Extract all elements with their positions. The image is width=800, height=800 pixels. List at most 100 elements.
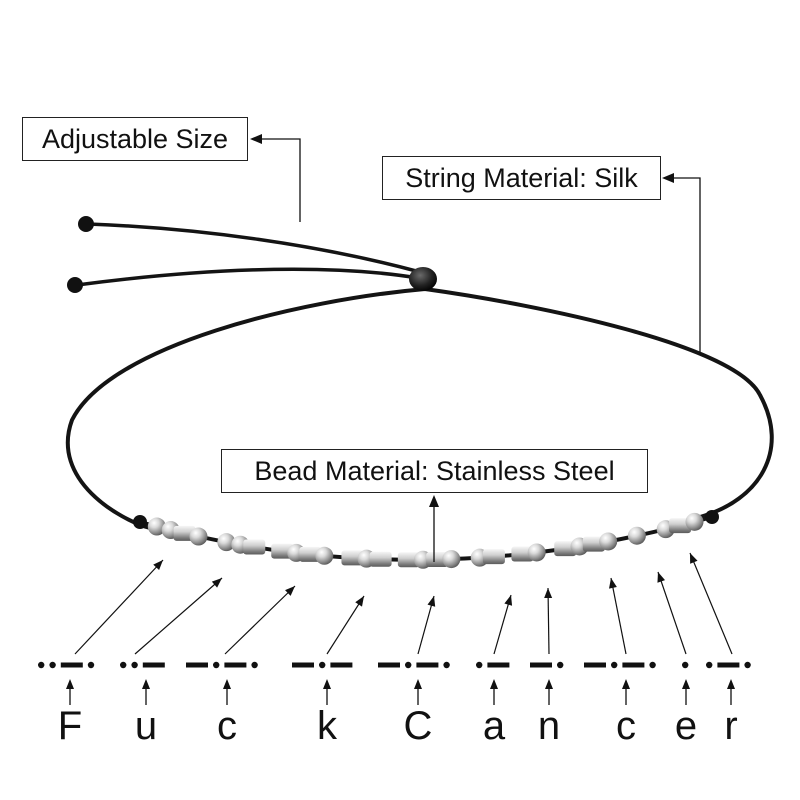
- morse-group: [584, 661, 656, 669]
- callout-leaders: [254, 138, 701, 562]
- steel-round-bead: [527, 543, 546, 562]
- morse-group: [706, 661, 751, 669]
- steel-tube-bead: [243, 539, 266, 555]
- morse-dot: [649, 661, 656, 669]
- arrow-up-icon: [414, 679, 422, 689]
- arrow-up-icon: [427, 596, 436, 607]
- morse-dot: [405, 661, 412, 669]
- arrow-up-icon: [727, 679, 735, 689]
- cord-knot-lower: [67, 277, 83, 293]
- steel-round-bead: [147, 517, 166, 536]
- steel-tube-bead: [482, 549, 505, 565]
- morse-dash: [224, 662, 247, 668]
- morse-dot: [744, 661, 751, 669]
- bead-pointer: [74, 559, 164, 655]
- arrow-up-icon: [682, 679, 690, 689]
- morse-dot: [38, 661, 45, 669]
- morse-dot: [476, 661, 483, 669]
- callout-string-material: String Material: Silk: [382, 156, 661, 200]
- steel-round-bead: [442, 550, 461, 569]
- message-letter: k: [317, 704, 337, 748]
- bead-pointer: [547, 587, 550, 655]
- morse-dot: [251, 661, 258, 669]
- bead-pointer: [689, 552, 733, 655]
- bead-pointer: [417, 595, 435, 655]
- morse-dot: [131, 661, 138, 669]
- cord-knot-right: [705, 510, 719, 524]
- morse-dash: [142, 662, 165, 668]
- steel-round-bead: [189, 527, 208, 546]
- steel-round-bead: [315, 546, 334, 565]
- morse-code-row: [38, 661, 751, 669]
- arrow-left-icon: [662, 173, 674, 183]
- morse-dot: [213, 661, 220, 669]
- arrow-up-icon: [609, 578, 617, 589]
- steel-round-bead: [685, 512, 704, 531]
- morse-group: [682, 661, 689, 669]
- morse-dash: [416, 662, 439, 668]
- arrow-up-icon: [504, 595, 513, 606]
- cord-loop: [65, 287, 774, 530]
- morse-dot: [319, 661, 326, 669]
- morse-dot: [87, 661, 95, 669]
- steel-round-bead: [599, 532, 618, 551]
- bead-pointer: [610, 577, 627, 655]
- leader-string: [666, 177, 701, 355]
- arrow-up-icon: [211, 578, 222, 588]
- bead-pointer: [224, 585, 296, 655]
- arrow-up-icon: [622, 679, 630, 689]
- morse-group: [292, 661, 353, 669]
- morse-dot: [49, 661, 56, 669]
- morse-dash: [530, 662, 552, 668]
- morse-dot: [443, 661, 450, 669]
- morse-group: [120, 661, 165, 669]
- steel-round-bead: [627, 526, 646, 545]
- steel-tube-bead: [397, 552, 420, 568]
- arrow-up-icon: [545, 679, 553, 689]
- steel-round-bead: [217, 533, 236, 552]
- morse-group: [186, 661, 258, 669]
- arrow-up-icon: [429, 495, 439, 507]
- morse-dot: [557, 661, 564, 669]
- bead-pointer-lines: [66, 552, 735, 705]
- morse-dash: [622, 662, 645, 668]
- cord-knot-left: [133, 515, 147, 529]
- bead-pointer: [657, 571, 687, 655]
- morse-dash: [330, 662, 353, 668]
- callout-adjustable-size: Adjustable Size: [22, 117, 248, 161]
- arrow-up-icon: [153, 560, 163, 571]
- message-letter: u: [134, 704, 158, 748]
- message-letter: r: [724, 704, 738, 748]
- message-letter: c: [616, 704, 636, 748]
- arrow-up-icon: [66, 679, 74, 689]
- arrow-left-icon: [250, 134, 262, 144]
- morse-dash: [186, 662, 208, 668]
- morse-group: [476, 661, 510, 669]
- slider-bead: [409, 267, 437, 291]
- morse-dash: [487, 662, 510, 668]
- morse-dash: [584, 662, 606, 668]
- morse-dash: [292, 662, 314, 668]
- morse-dot: [706, 661, 713, 669]
- morse-dot: [611, 661, 618, 669]
- arrow-up-icon: [285, 586, 295, 596]
- arrow-up-icon: [490, 679, 498, 689]
- morse-group: [530, 661, 564, 669]
- bead-strand: [133, 510, 719, 569]
- morse-group: [38, 661, 95, 669]
- message-letter: C: [403, 704, 433, 748]
- arrow-up-icon: [142, 679, 150, 689]
- message-letter: a: [482, 704, 506, 748]
- cord-tail-lower: [75, 267, 420, 287]
- morse-dash: [717, 662, 740, 668]
- steel-tube-bead: [426, 552, 449, 568]
- arrow-up-icon: [657, 572, 666, 583]
- arrow-up-icon: [323, 679, 331, 689]
- bead-pointer: [493, 594, 512, 655]
- arrow-up-icon: [355, 596, 364, 607]
- morse-dash: [60, 662, 83, 668]
- message-letter: F: [57, 704, 83, 748]
- steel-tube-bead: [341, 550, 364, 566]
